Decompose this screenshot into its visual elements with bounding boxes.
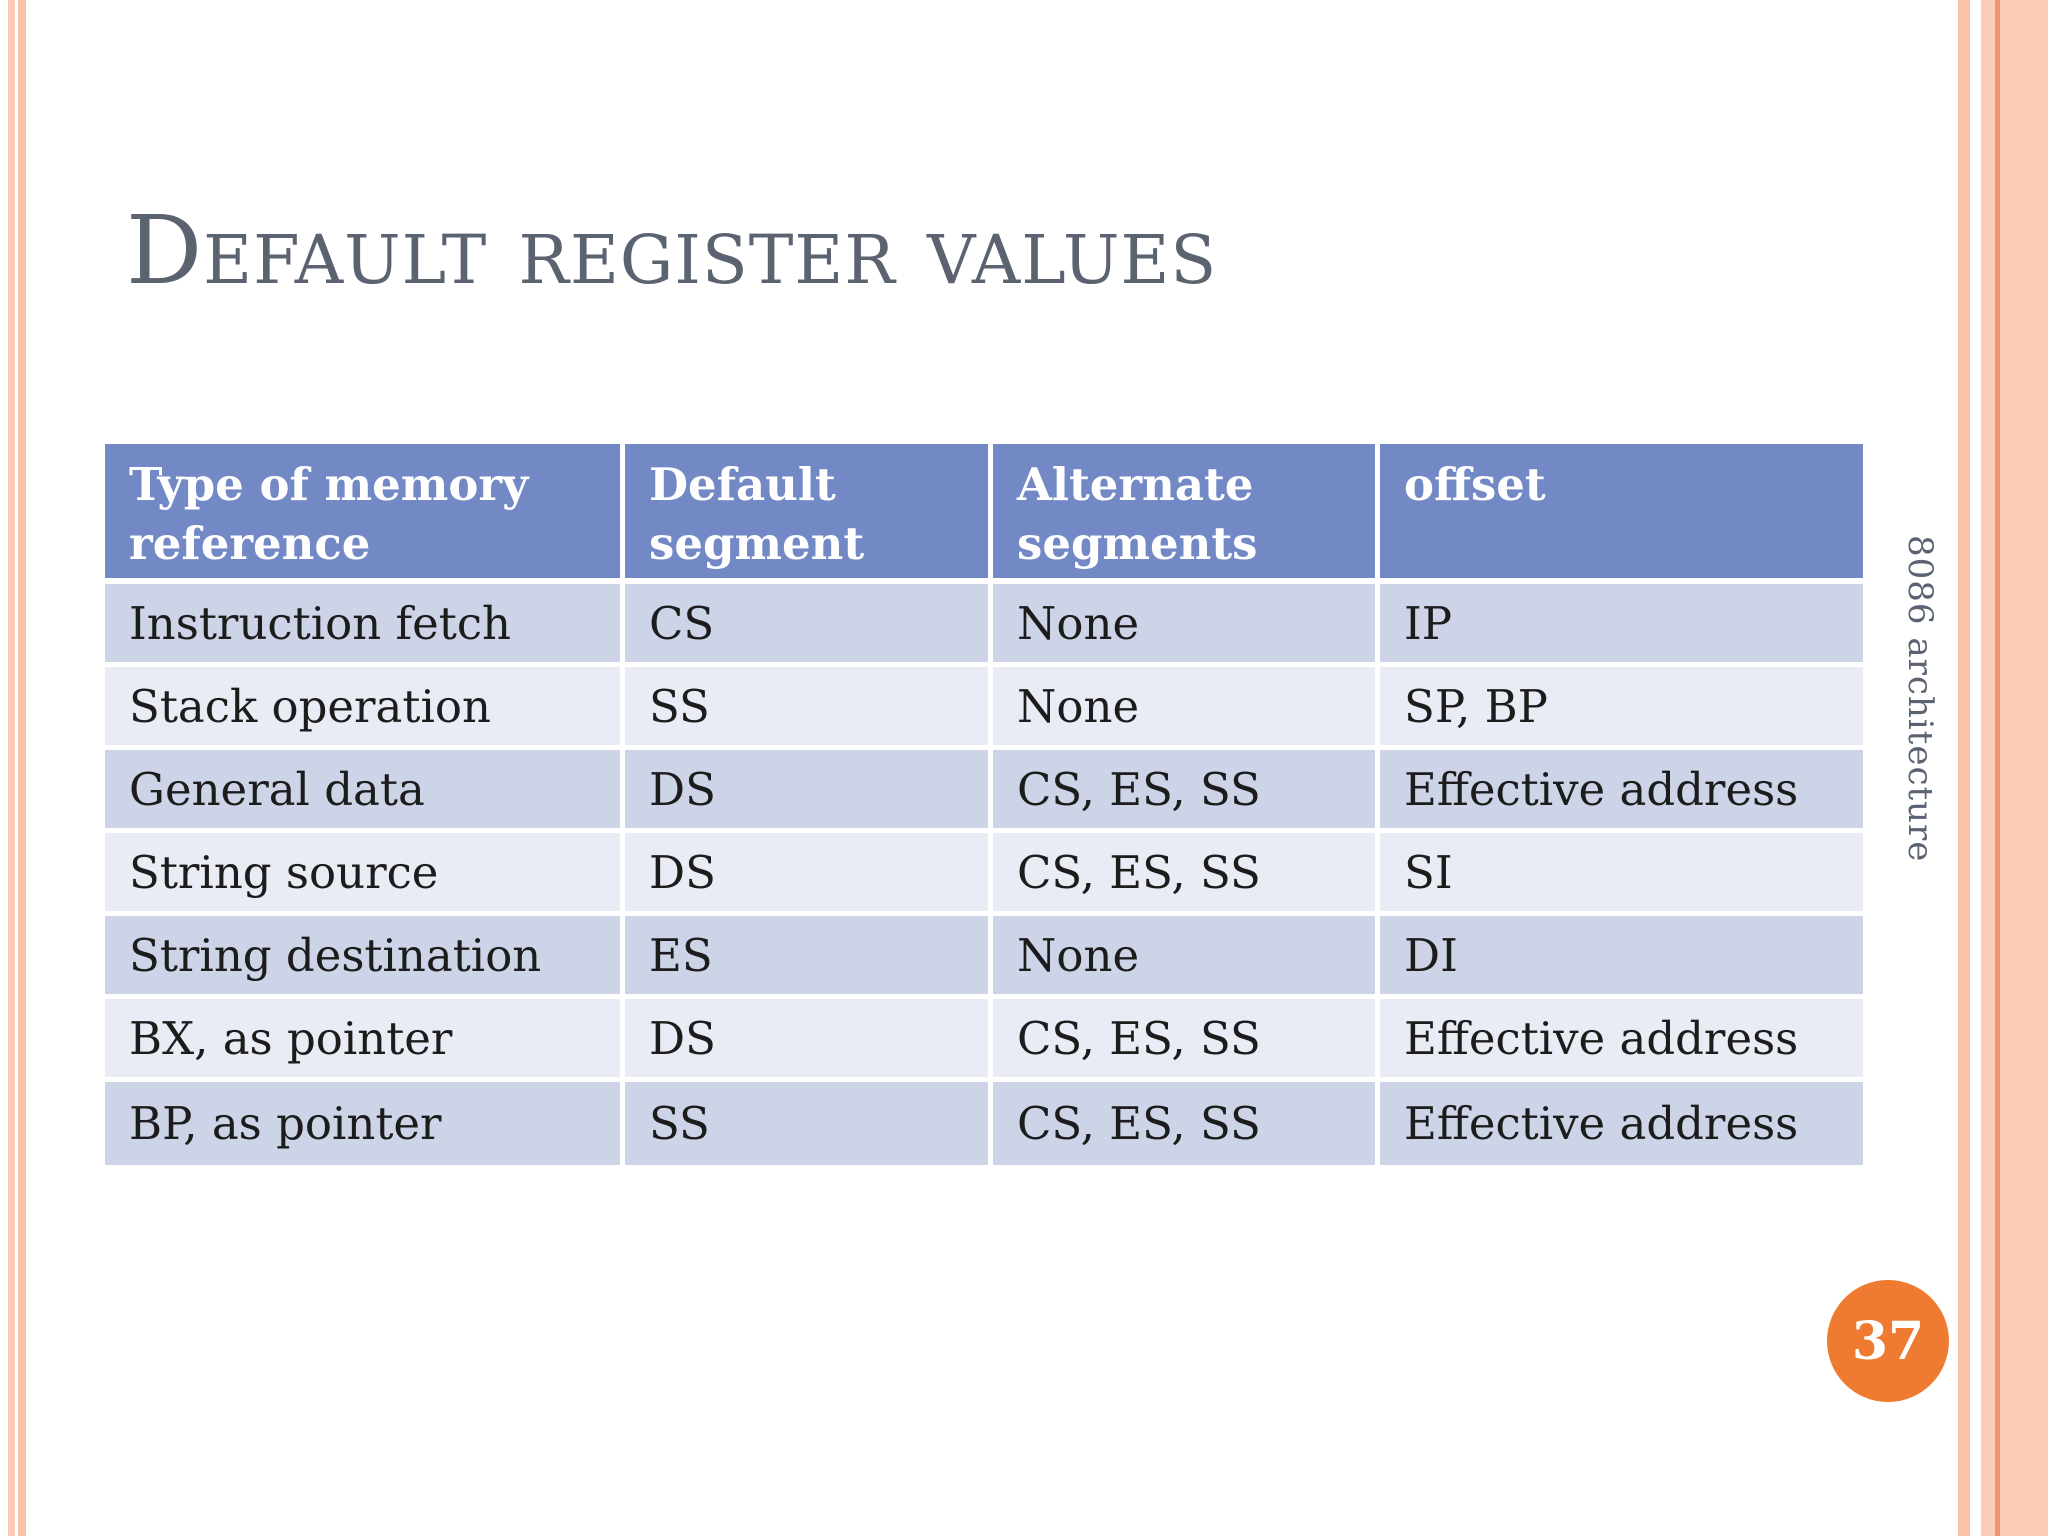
- right-border-stripe-inner: [1958, 0, 1970, 1536]
- table-cell: CS, ES, SS: [993, 999, 1380, 1082]
- table-cell: Effective address: [1380, 1082, 1863, 1165]
- table-cell: SP, BP: [1380, 667, 1863, 750]
- table-cell: IP: [1380, 584, 1863, 667]
- table-cell: DS: [625, 999, 993, 1082]
- table-cell: DI: [1380, 916, 1863, 999]
- left-border-stripe-inner: [18, 0, 26, 1536]
- table-cell: None: [993, 667, 1380, 750]
- table-cell: DS: [625, 833, 993, 916]
- page-number: 37: [1851, 1310, 1925, 1372]
- side-label: 8086 architecture: [1900, 535, 1940, 863]
- right-border-band: [1981, 0, 2048, 1536]
- table-cell: Stack operation: [105, 667, 625, 750]
- table-cell: CS, ES, SS: [993, 750, 1380, 833]
- column-header: Type of memory reference: [105, 444, 625, 584]
- table-cell: CS, ES, SS: [993, 1082, 1380, 1165]
- table-cell: None: [993, 584, 1380, 667]
- table-cell: SS: [625, 667, 993, 750]
- table-cell: Effective address: [1380, 750, 1863, 833]
- left-border-stripe-outer: [8, 0, 15, 1536]
- table-cell: ES: [625, 916, 993, 999]
- page-title: Default register values: [126, 196, 1218, 306]
- table-cell: DS: [625, 750, 993, 833]
- table-cell: Effective address: [1380, 999, 1863, 1082]
- table-cell: None: [993, 916, 1380, 999]
- table-cell: SI: [1380, 833, 1863, 916]
- table-cell: CS: [625, 584, 993, 667]
- table-cell: BP, as pointer: [105, 1082, 625, 1165]
- column-header: Alternate segments: [993, 444, 1380, 584]
- table-cell: BX, as pointer: [105, 999, 625, 1082]
- column-header: Default segment: [625, 444, 993, 584]
- column-header: offset: [1380, 444, 1863, 584]
- table-cell: Instruction fetch: [105, 584, 625, 667]
- table-cell: CS, ES, SS: [993, 833, 1380, 916]
- right-border-accent-line: [1995, 0, 2000, 1536]
- table-cell: String source: [105, 833, 625, 916]
- page-number-badge: 37: [1827, 1280, 1949, 1402]
- table-cell: String destination: [105, 916, 625, 999]
- table-cell: General data: [105, 750, 625, 833]
- table-cell: SS: [625, 1082, 993, 1165]
